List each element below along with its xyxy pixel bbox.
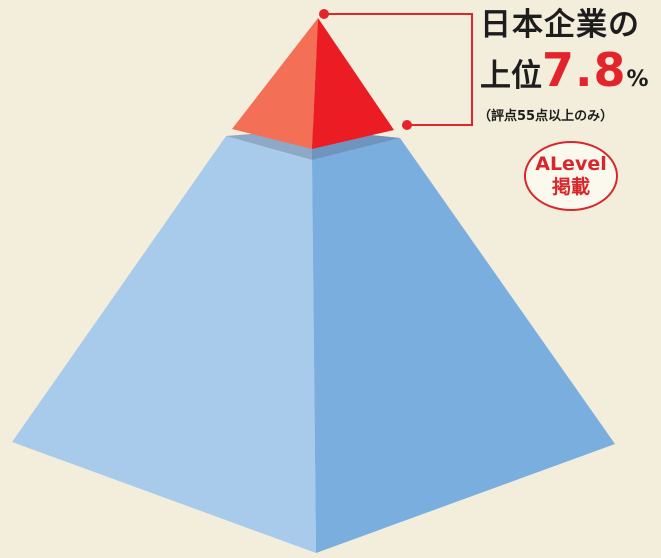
callout-bracket — [324, 13, 473, 126]
callout-note: （評点55点以上のみ） — [478, 109, 614, 124]
apex-left-face — [232, 18, 318, 149]
pyramid-left-face — [12, 136, 316, 553]
rank-line: 上位7.8% — [480, 47, 660, 103]
callout-title: 日本企業の — [480, 7, 640, 43]
rank-unit: % — [626, 67, 649, 92]
rank-callout: 日本企業の 上位7.8% （評点55点以上のみ） — [478, 6, 660, 124]
apex-right-face — [312, 18, 394, 149]
rank-prefix: 上位 — [480, 58, 542, 94]
callout-dot-bottom — [402, 120, 412, 130]
badge-line1: ALevel — [535, 153, 607, 175]
pyramid-right-face — [312, 138, 615, 553]
rank-value: 7.8 — [542, 43, 627, 97]
badge-line2: 掲載 — [551, 176, 590, 198]
callout-dot-top — [319, 9, 329, 19]
alevel-badge: ALevel 掲載 — [524, 141, 618, 211]
